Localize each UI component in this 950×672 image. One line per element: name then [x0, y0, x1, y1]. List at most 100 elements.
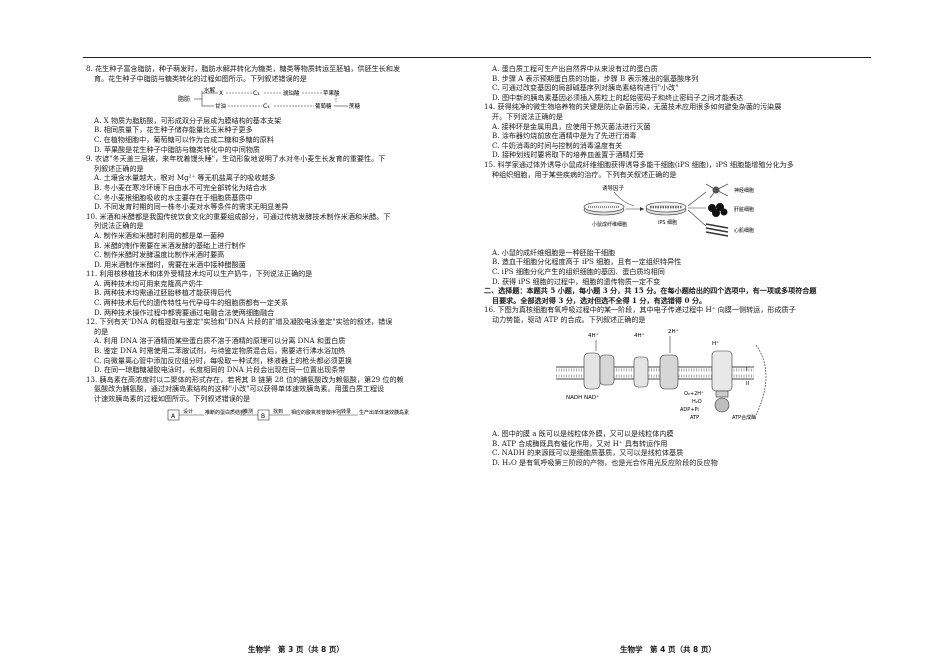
q13-stem-cont2: 计速效胰岛素的过程如图所示。下列叙述错误的是	[94, 394, 251, 403]
q14-option-a: A. 接种环是金属用具，应使用干热灭菌法进行灭菌	[492, 121, 651, 131]
q13-fig-dna-sequence: 相应的脱氧核苷酸序列	[291, 409, 341, 416]
page-4-footer: 生物学 第 4 页（共 8 页）	[620, 645, 716, 654]
q12-option-a: A. 利用 DNA 溶于酒精而某些蛋白质不溶于酒精的原理可以分离 DNA 和蛋白…	[94, 336, 346, 346]
q15-figure: 诱导因子 小鼠成纤维细胞 iPS 细胞	[484, 180, 872, 247]
q8-stem-cont: 育。花生种子中脂肪与糖类转化的过程如图所示。下列叙述错误的是	[94, 73, 307, 83]
q11-option-c: C. 两种技术后代的遗传特性与代孕母牛的细胞质都有一定关系	[94, 298, 289, 308]
right-column: A. 蛋白质工程可生产出自然界中从来没有过的蛋白质 B. 步骤 A 表示预期蛋白…	[484, 64, 872, 467]
q14-option-c: C. 牛奶消毒的时间与控制的消毒温度有关	[492, 140, 623, 150]
q12-stem: 12. 下列有关"DNA 的粗提取与鉴定"实验和"DNA 片段的扩增及凝胶电泳鉴…	[86, 317, 393, 327]
q15-fig-fibroblast: 小鼠成纤维细胞	[592, 221, 627, 228]
q16-stem: 16. 下图为真核细胞有氧呼吸过程中的某一阶段，其中电子传递过程中 H⁺ 向膜一…	[484, 305, 796, 315]
q8-fig-succinate: 琥珀酸	[283, 89, 300, 97]
q8-fig-sucrose: 蔗糖	[349, 102, 361, 110]
section-2-line2: 目要求。全部选对得 3 分，选对但选不全得 1 分，有选错得 0 分。	[492, 295, 707, 305]
q13-fig-product: 生产出单体速效胰岛素	[359, 409, 409, 416]
q12-option-d: D. 在同一琼脂糖凝胶电泳时，长度相同的 DNA 片段会出现在同一位置出现条带	[94, 365, 346, 375]
q8-fig-c4: C₄	[263, 103, 270, 110]
q13-option-d: D. 图中新的胰岛素基因必须插入质粒上的起始密码子和终止密码子之间才能表达	[492, 92, 744, 102]
q8-fig-malate: 苹果酸	[323, 89, 340, 97]
q9-option-c: C. 冬小麦根细胞吸收的水主要存在于细胞质基质中	[94, 192, 253, 202]
q16-fig-adp: ADP+Pi	[680, 407, 699, 413]
cardiomyocyte-icon	[705, 223, 729, 237]
question-13-options: A. 蛋白质工程可生产出自然界中从来没有过的蛋白质 B. 步骤 A 表示预期蛋白…	[484, 64, 872, 102]
q9-option-d: D. 不同发育时期的同一株冬小麦对水等条件的需求无明显差异	[94, 202, 289, 212]
q8-option-d: D. 苹果酸是花生种子中脂肪与糖类转化中的中间物质	[94, 144, 261, 154]
q15-option-a: A. 小鼠的成纤维细胞是一种胚胎干细胞	[492, 247, 616, 257]
q10-option-c: C. 制作米醋时发酵温度比制作米酒时要高	[94, 250, 225, 260]
neuron-icon	[705, 183, 729, 199]
q16-fig-h-plus: H⁺	[712, 340, 719, 347]
q16-option-b: B. ATP 合成酶既具有催化作用，又对 H⁺ 具有转运作用	[492, 438, 668, 448]
q13-fig-step-b: B	[261, 413, 265, 420]
q16-fig-4h-b: 4H⁺	[634, 332, 645, 339]
q10-option-a: A. 制作米酒和米醋时利用的都是单一菌种	[94, 230, 225, 240]
q12-option-c: C. 向微量离心管中添加反应组分时，每吸取一种试剂，移液器上的枪头都必须更换	[94, 355, 352, 365]
q13-stem: 13. 胰岛素在高浓度时以二聚体的形式存在，若将其 B 链第 28 位的脯氨酸改…	[86, 374, 404, 384]
q9-option-b: B. 冬小麦在寒冷环境下自由水不可完全部转化为结合水	[94, 182, 267, 192]
q16-option-c: C. NADH 的来源既可以是细胞质基质，又可以是线粒体基质	[492, 448, 684, 458]
q10-stem-cont: 列说法正确的是	[94, 221, 144, 231]
q15-option-c: C. iPS 细胞分化产生的组织细胞的基因、蛋白质均相同	[492, 266, 665, 276]
q8-fig-c2: C₂	[253, 90, 260, 97]
q15-fig-ips-cell: iPS 细胞	[658, 219, 677, 226]
q8-fig-glucose: 葡萄糖	[315, 102, 332, 110]
q16-fig-atp: ATP	[690, 415, 699, 421]
q13-option-c: C. 可通过改变基因的局部碱基序列对胰岛素结构进行"小改"	[492, 83, 679, 93]
question-16: 16. 下图为真核细胞有氧呼吸过程中的某一阶段，其中电子传递过程中 H⁺ 向膜一…	[484, 305, 872, 467]
q8-figure: 脂肪 水解 X C₂ 琥珀酸 苹果酸 甘油 C₄ 葡萄糖 蔗糖	[86, 84, 474, 115]
q10-option-d: D. 用米酒制作米醋时，需要在米酒中接种醋酸菌	[94, 259, 246, 269]
q15-fig-liver: 肝脏细胞	[734, 206, 754, 213]
q9-option-a: A. 土壤含水量越大，根对 Mg²⁺ 等无机盐离子的吸收越多	[94, 173, 276, 183]
q14-stem: 14. 获得纯净的微生物培养物的关键是防止杂菌污染，无菌技术应用很多如何避免杂菌…	[484, 102, 782, 112]
q14-stem-cont: 开。下列说法正确的是	[492, 111, 563, 121]
header-rule	[83, 57, 871, 58]
q13-fig-step-a: A	[171, 413, 176, 420]
question-11: 11. 利用核移植技术和体外受精技术均可以生产奶牛，下列说法正确的是 A. 两种…	[86, 269, 474, 317]
q16-fig-o2: O₂+2H⁺	[684, 391, 704, 397]
q13-option-b: B. 步骤 A 表示预期蛋白质的功能，步骤 B 表示推出的氨基酸序列	[492, 73, 699, 83]
q16-figure: 4H⁺ 4H⁺ 2H⁺ H⁺ NADH NAD⁺ O₂+2H⁺ H₂O ADP+…	[484, 325, 872, 428]
q8-option-c: C. 在植物细胞中，葡萄糖可以作为合成二糖和多糖的原料	[94, 134, 274, 144]
q16-option-a: A. 图中的膜 a 既可以是线粒体外膜，又可以是线粒体内膜	[492, 429, 674, 439]
q13-fig-protein-structure: 推断的蛋白质结构	[205, 409, 245, 416]
q15-fig-inducer: 诱导因子	[602, 184, 625, 192]
q16-fig-2h: 2H⁺	[668, 328, 679, 335]
q16-fig-membrane-ii: II	[746, 381, 750, 387]
q11-stem: 11. 利用核移植技术和体外受精技术均可以生产奶牛，下列说法正确的是	[86, 269, 313, 279]
q15-fig-neuron: 神经细胞	[734, 187, 754, 194]
question-13: 13. 胰岛素在高浓度时以二聚体的形式存在，若将其 B 链第 28 位的脯氨酸改…	[86, 375, 474, 427]
q15-fig-cardiomyocyte: 心肌细胞	[734, 227, 754, 234]
q15-option-b: B. 造血干细胞分化程度高于 iPS 细胞，且有一定组织特异性	[492, 257, 682, 267]
question-10: 10. 米酒和米醋都是我国传统饮食文化的重要组成部分，可通过传统发酵技术制作米酒…	[86, 212, 474, 270]
question-12: 12. 下列有关"DNA 的粗提取与鉴定"实验和"DNA 片段的扩增及凝胶电泳鉴…	[86, 317, 474, 375]
q16-fig-h2o: H₂O	[692, 399, 702, 405]
q15-option-d: D. 获得 iPS 细胞的过程中，细胞的遗传物质一定不变	[492, 276, 661, 286]
q9-stem: 9. 农谚"冬天盖三层被，来年枕着馒头睡"，生动形象地说明了水对冬小麦生长发育的…	[86, 154, 386, 164]
q15-stem-cont: 种组织细胞，用于某些疾病的治疗。下列有关叙述正确的是	[492, 169, 677, 179]
q16-fig-atp-synthase: ATP合成酶	[732, 414, 756, 421]
q15-ips-diagram: 诱导因子 小鼠成纤维细胞 iPS 细胞	[583, 183, 754, 237]
page-3-footer: 生物学 第 3 页（共 8 页）	[248, 645, 344, 654]
q16-option-d: D. H₂O 是有氧呼吸第三阶段的产物，也是光合作用光反应阶段的反应物	[492, 457, 718, 467]
q13-stem-cont: 氨酸改为脯氨酸，通过对胰岛素结构的这种"小改"可以获得单体速效胰岛素。用蛋白质工…	[94, 384, 385, 394]
question-9: 9. 农谚"冬天盖三层被，来年枕着馒头睡"，生动形象地说明了水对冬小麦生长发育的…	[86, 154, 474, 212]
q14-option-b: B. 涂布器灼烧前放在酒精中是为了先进行消毒	[492, 131, 637, 141]
q16-fig-4h-a: 4H⁺	[588, 332, 599, 339]
section-2-line1: 二、选择题：本题共 5 小题，每小题 3 分，共 15 分。在每小题给出的四个选…	[484, 286, 817, 296]
q11-option-b: B. 两种技术均需通过胚胎移植才能获得后代	[94, 288, 232, 298]
question-14: 14. 获得纯净的微生物培养物的关键是防止杂菌污染，无菌技术应用很多如何避免杂菌…	[484, 102, 872, 160]
q8-option-b: B. 相同质量下，花生种子储存能量比玉米种子更多	[94, 125, 253, 135]
q13-fig-infer: 推测	[243, 408, 253, 415]
q10-option-b: B. 米醋的制作需要在米酒发酵的基础上进行制作	[94, 240, 246, 250]
q8-stem: 8. 花生种子富含脂肪，种子萌发时，脂肪水解并转化为糖类，糖类等物质转运至胚轴，…	[86, 64, 401, 73]
q9-stem-cont: 列叙述正确的是	[94, 163, 144, 173]
q13-fig-find: 找到	[273, 408, 283, 415]
q13-figure: A 设计 推断的蛋白质结构 推测 B 找到 相应的脱氧核苷酸序列 转录 生产出单…	[86, 405, 474, 428]
question-8: 8. 花生种子富含脂肪，种子萌发时，脂肪水解并转化为糖类，糖类等物质转运至胚轴，…	[86, 64, 474, 154]
q10-stem: 10. 米酒和米醋都是我国传统饮食文化的重要组成部分，可通过传统发酵技术制作米酒…	[86, 211, 391, 221]
q13-fig-design: 设计	[183, 408, 193, 415]
q16-fig-membrane-i: I	[746, 367, 748, 373]
left-column: 8. 花生种子富含脂肪，种子萌发时，脂肪水解并转化为糖类，糖类等物质转运至胚轴，…	[86, 64, 474, 428]
q12-option-b: B. 鉴定 DNA 时需使用二苯胺试剂，与待鉴定物质混合后，需要进行沸水浴加热	[94, 346, 346, 356]
